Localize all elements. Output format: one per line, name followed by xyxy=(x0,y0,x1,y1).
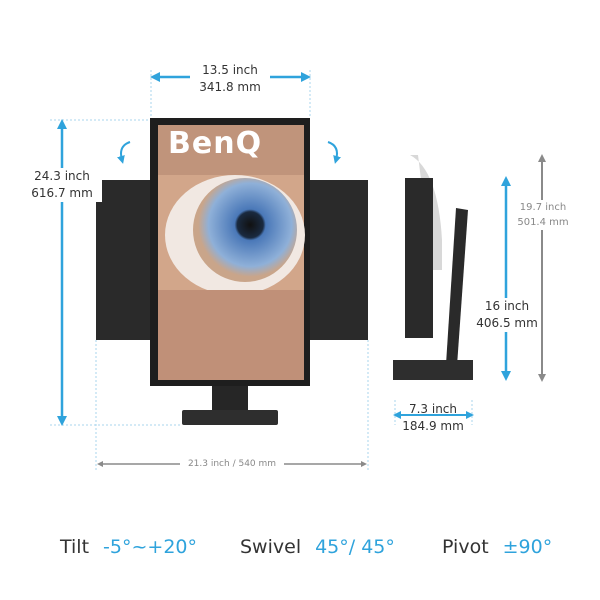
side-min-inch: 16 inch xyxy=(484,299,530,313)
spec-label: Pivot xyxy=(442,536,489,558)
brand-logo: BenQ xyxy=(168,126,263,161)
side-min-height-label: 16 inch 406.5 mm xyxy=(474,298,540,332)
side-max-mm: 501.4 mm xyxy=(517,217,569,228)
spec-value: ±90° xyxy=(502,536,553,558)
side-monitor xyxy=(405,178,433,338)
side-max-inch: 19.7 inch xyxy=(519,202,567,213)
spec-pivot: Pivot ±90° xyxy=(442,536,552,558)
side-base xyxy=(393,360,473,380)
spec-value: 45°/ 45° xyxy=(315,536,395,558)
eye-iris xyxy=(193,178,297,282)
height-left-mm: 616.7 mm xyxy=(31,186,93,200)
rotate-right-icon xyxy=(327,141,341,164)
spec-value: -5°~+20° xyxy=(103,536,197,558)
depth-inch: 7.3 inch xyxy=(408,402,458,416)
width-top-inch: 13.5 inch xyxy=(202,63,258,77)
depth-label: 7.3 inch 184.9 mm xyxy=(400,401,466,435)
height-left-inch: 24.3 inch xyxy=(34,169,90,183)
width-bottom-label: 21.3 inch / 540 mm xyxy=(180,457,284,472)
spec-label: Swivel xyxy=(240,536,302,558)
height-left-label: 24.3 inch 616.7 mm xyxy=(22,168,102,202)
stand-base xyxy=(182,410,278,425)
spec-swivel: Swivel 45°/ 45° xyxy=(240,536,395,558)
stand-neck xyxy=(212,386,248,411)
width-top-mm: 341.8 mm xyxy=(199,80,261,94)
side-stand xyxy=(445,208,468,380)
depth-mm: 184.9 mm xyxy=(402,419,464,433)
spec-label: Tilt xyxy=(60,536,90,558)
rotate-left-icon xyxy=(117,141,131,164)
side-max-height-label: 19.7 inch 501.4 mm xyxy=(516,200,570,230)
spec-tilt: Tilt -5°~+20° xyxy=(60,536,197,558)
width-top-label: 13.5 inch 341.8 mm xyxy=(190,62,270,96)
side-min-mm: 406.5 mm xyxy=(476,316,538,330)
